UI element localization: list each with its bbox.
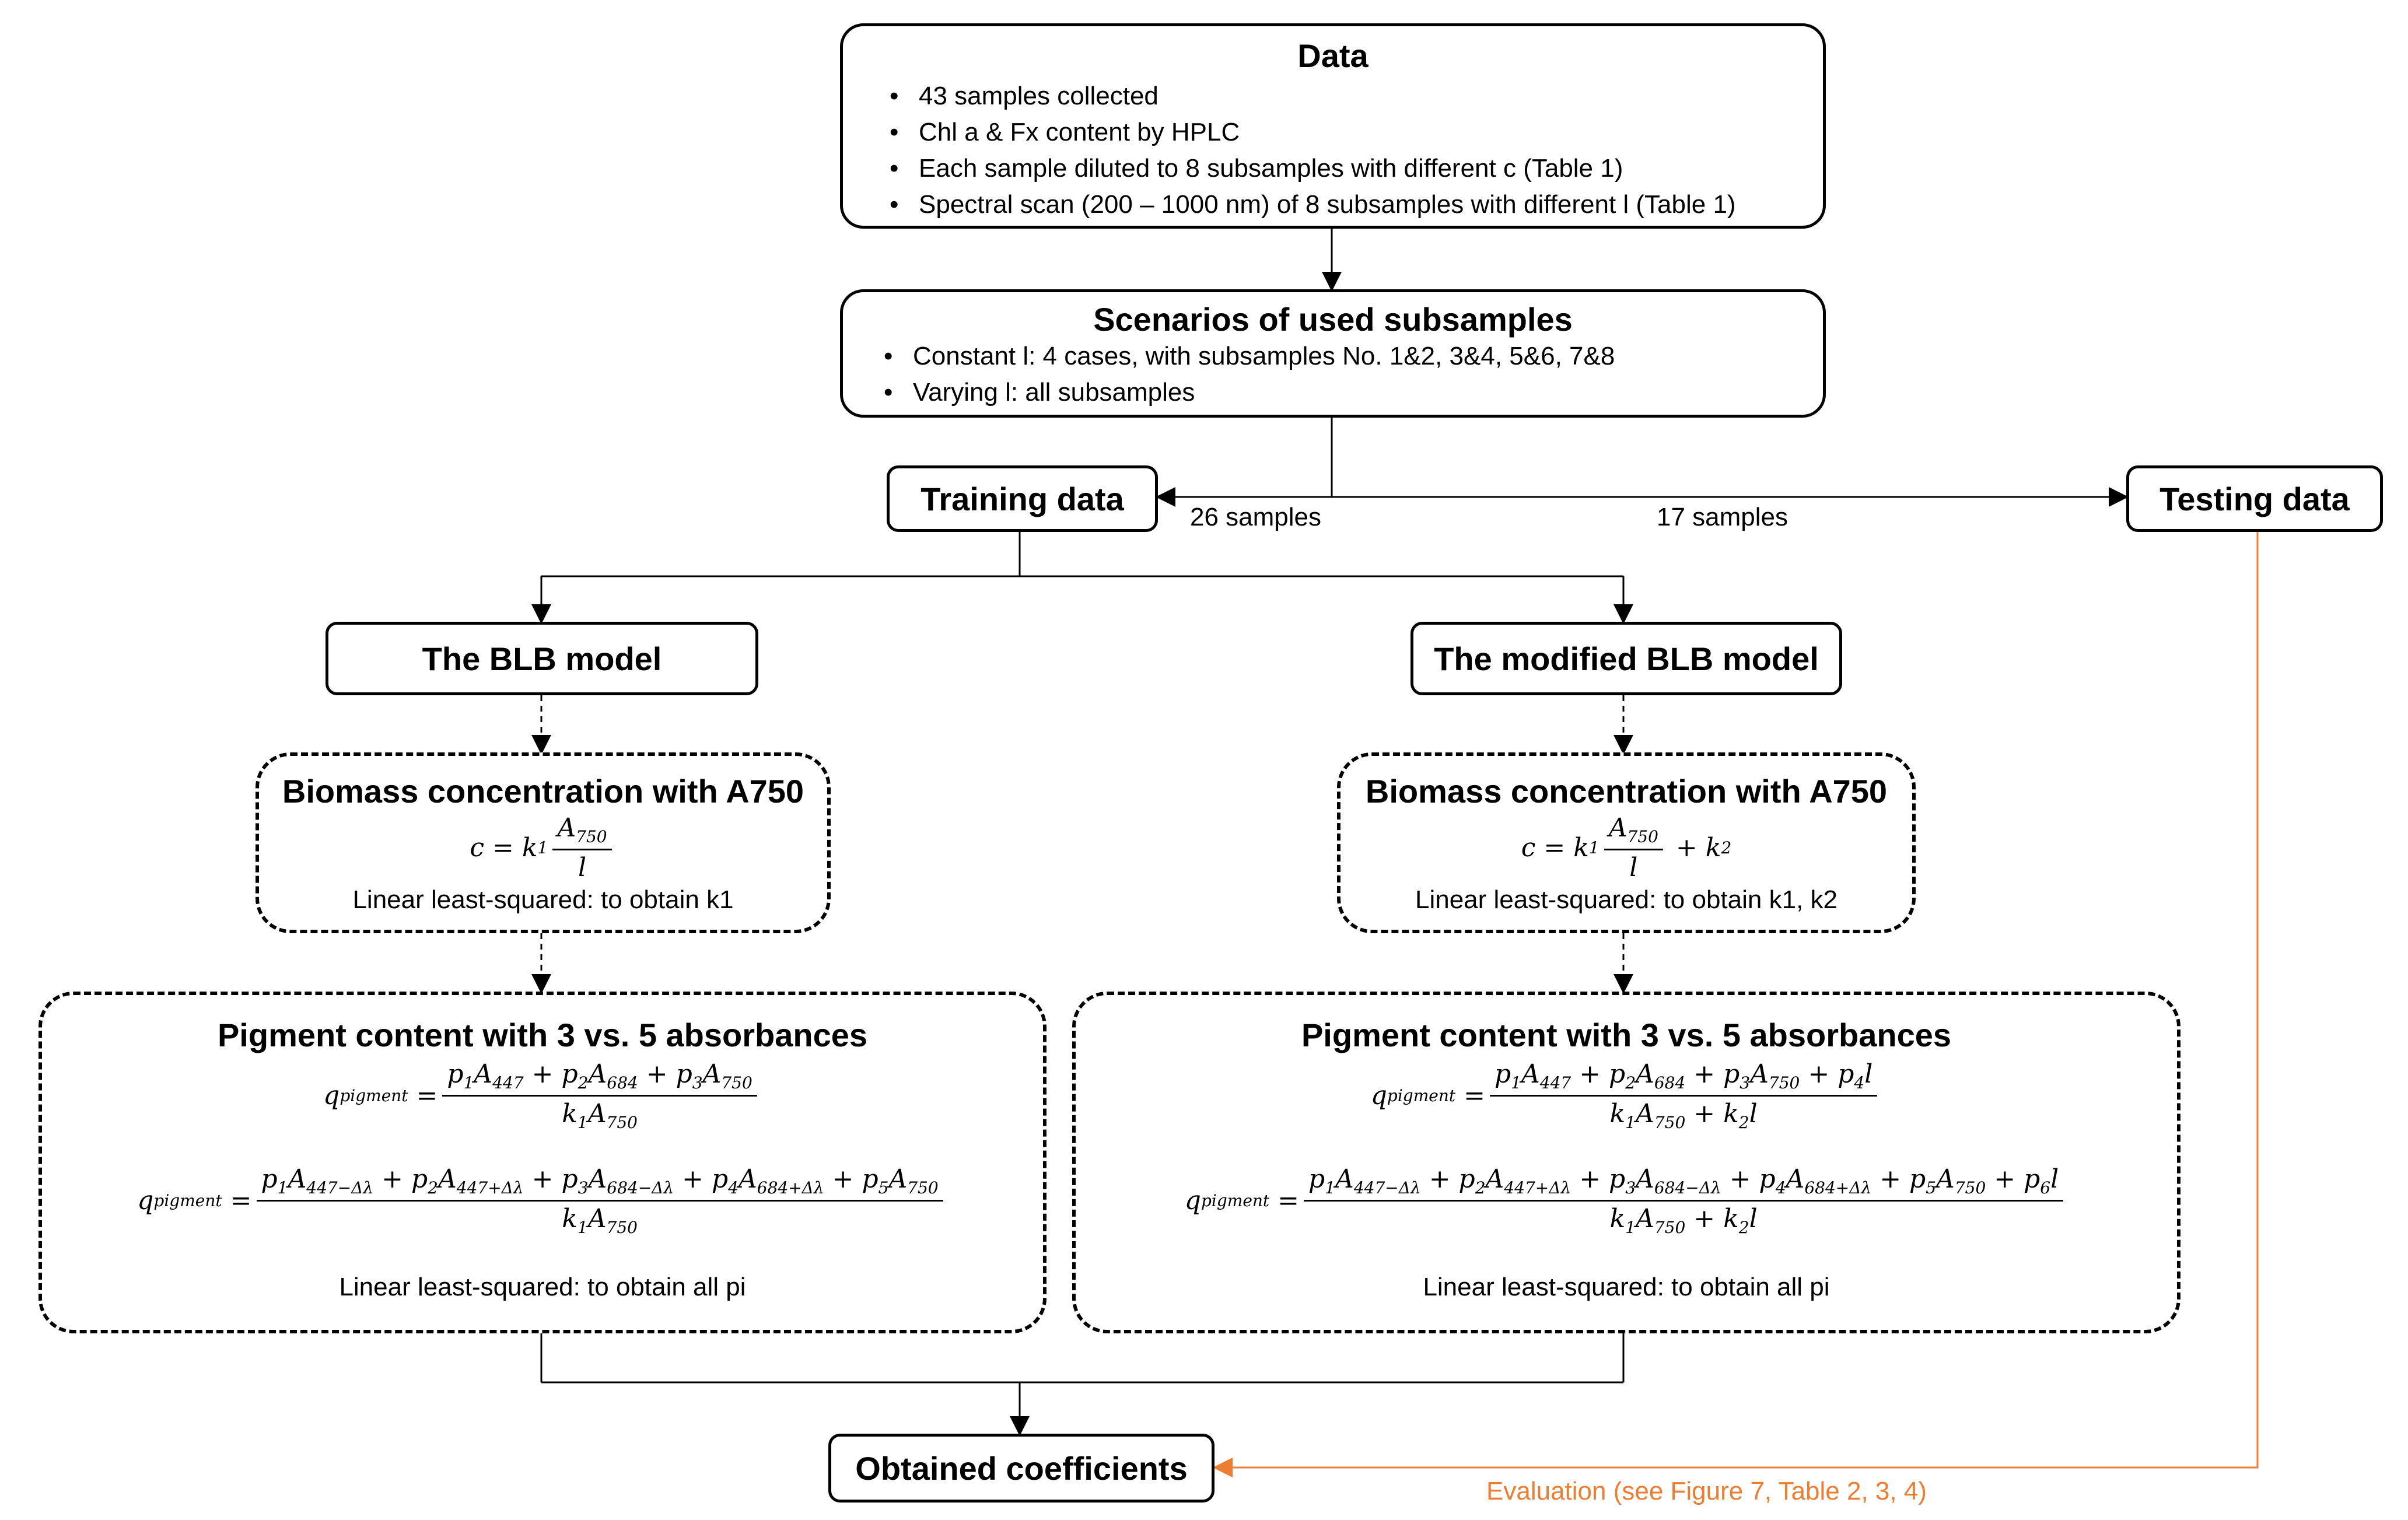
blb-pigment-title: Pigment content with 3 vs. 5 absorbances	[217, 1017, 868, 1053]
obtained-coefficients-label: Obtained coefficients	[855, 1449, 1188, 1487]
evaluation-arrow	[1213, 532, 2259, 1477]
evaluation-label: Evaluation (see Figure 7, Table 2, 3, 4)	[1486, 1477, 1927, 1505]
blb-pigment-fit-note: Linear least-squared: to obtain all pi	[339, 1273, 746, 1301]
obtained-coefficients-box: Obtained coefficients	[828, 1434, 1214, 1503]
scenarios-box-list: Constant l: 4 cases, with subsamples No.…	[866, 338, 1823, 411]
modified-biomass-title: Biomass concentration with A750	[1365, 773, 1888, 810]
list-item: Constant l: 4 cases, with subsamples No.…	[866, 338, 1823, 374]
list-item: Varying l: all subsamples	[866, 374, 1823, 411]
training-data-box: Training data	[887, 465, 1158, 532]
training-data-label: Training data	[921, 480, 1124, 517]
blb-model-box: The BLB model	[326, 622, 758, 695]
list-item: 43 samples collected	[872, 78, 1823, 114]
modified-pigment-fit-note: Linear least-squared: to obtain all pi	[1423, 1273, 1830, 1301]
modified-biomass-fit-note: Linear least-squared: to obtain k1, k2	[1415, 885, 1838, 914]
scenarios-box-title: Scenarios of used subsamples	[1093, 301, 1573, 338]
blb-model-title: The BLB model	[422, 640, 662, 677]
list-item: Spectral scan (200 – 1000 nm) of 8 subsa…	[872, 187, 1823, 223]
testing-data-box: Testing data	[2126, 465, 2383, 532]
modified-blb-model-title: The modified BLB model	[1434, 640, 1819, 677]
modified-pigment-box: Pigment content with 3 vs. 5 absorbances…	[1072, 992, 2180, 1333]
blb-biomass-title: Biomass concentration with A750	[282, 773, 804, 810]
data-box-list: 43 samples collected Chl a & Fx content …	[872, 78, 1823, 223]
training-count-label: 26 samples	[1190, 503, 1322, 531]
data-box: Data 43 samples collected Chl a & Fx con…	[840, 23, 1826, 229]
modified-blb-model-box: The modified BLB model	[1410, 622, 1842, 695]
blb-pigment-box: Pigment content with 3 vs. 5 absorbances…	[38, 992, 1046, 1333]
list-item: Chl a & Fx content by HPLC	[872, 114, 1823, 150]
list-item: Each sample diluted to 8 subsamples with…	[872, 150, 1823, 187]
scenarios-box: Scenarios of used subsamples Constant l:…	[840, 289, 1826, 418]
testing-data-label: Testing data	[2160, 480, 2350, 517]
data-box-title: Data	[1297, 37, 1368, 74]
modified-pigment-title: Pigment content with 3 vs. 5 absorbances	[1301, 1017, 1952, 1053]
blb-biomass-fit-note: Linear least-squared: to obtain k1	[352, 885, 734, 914]
testing-count-label: 17 samples	[1657, 503, 1788, 531]
